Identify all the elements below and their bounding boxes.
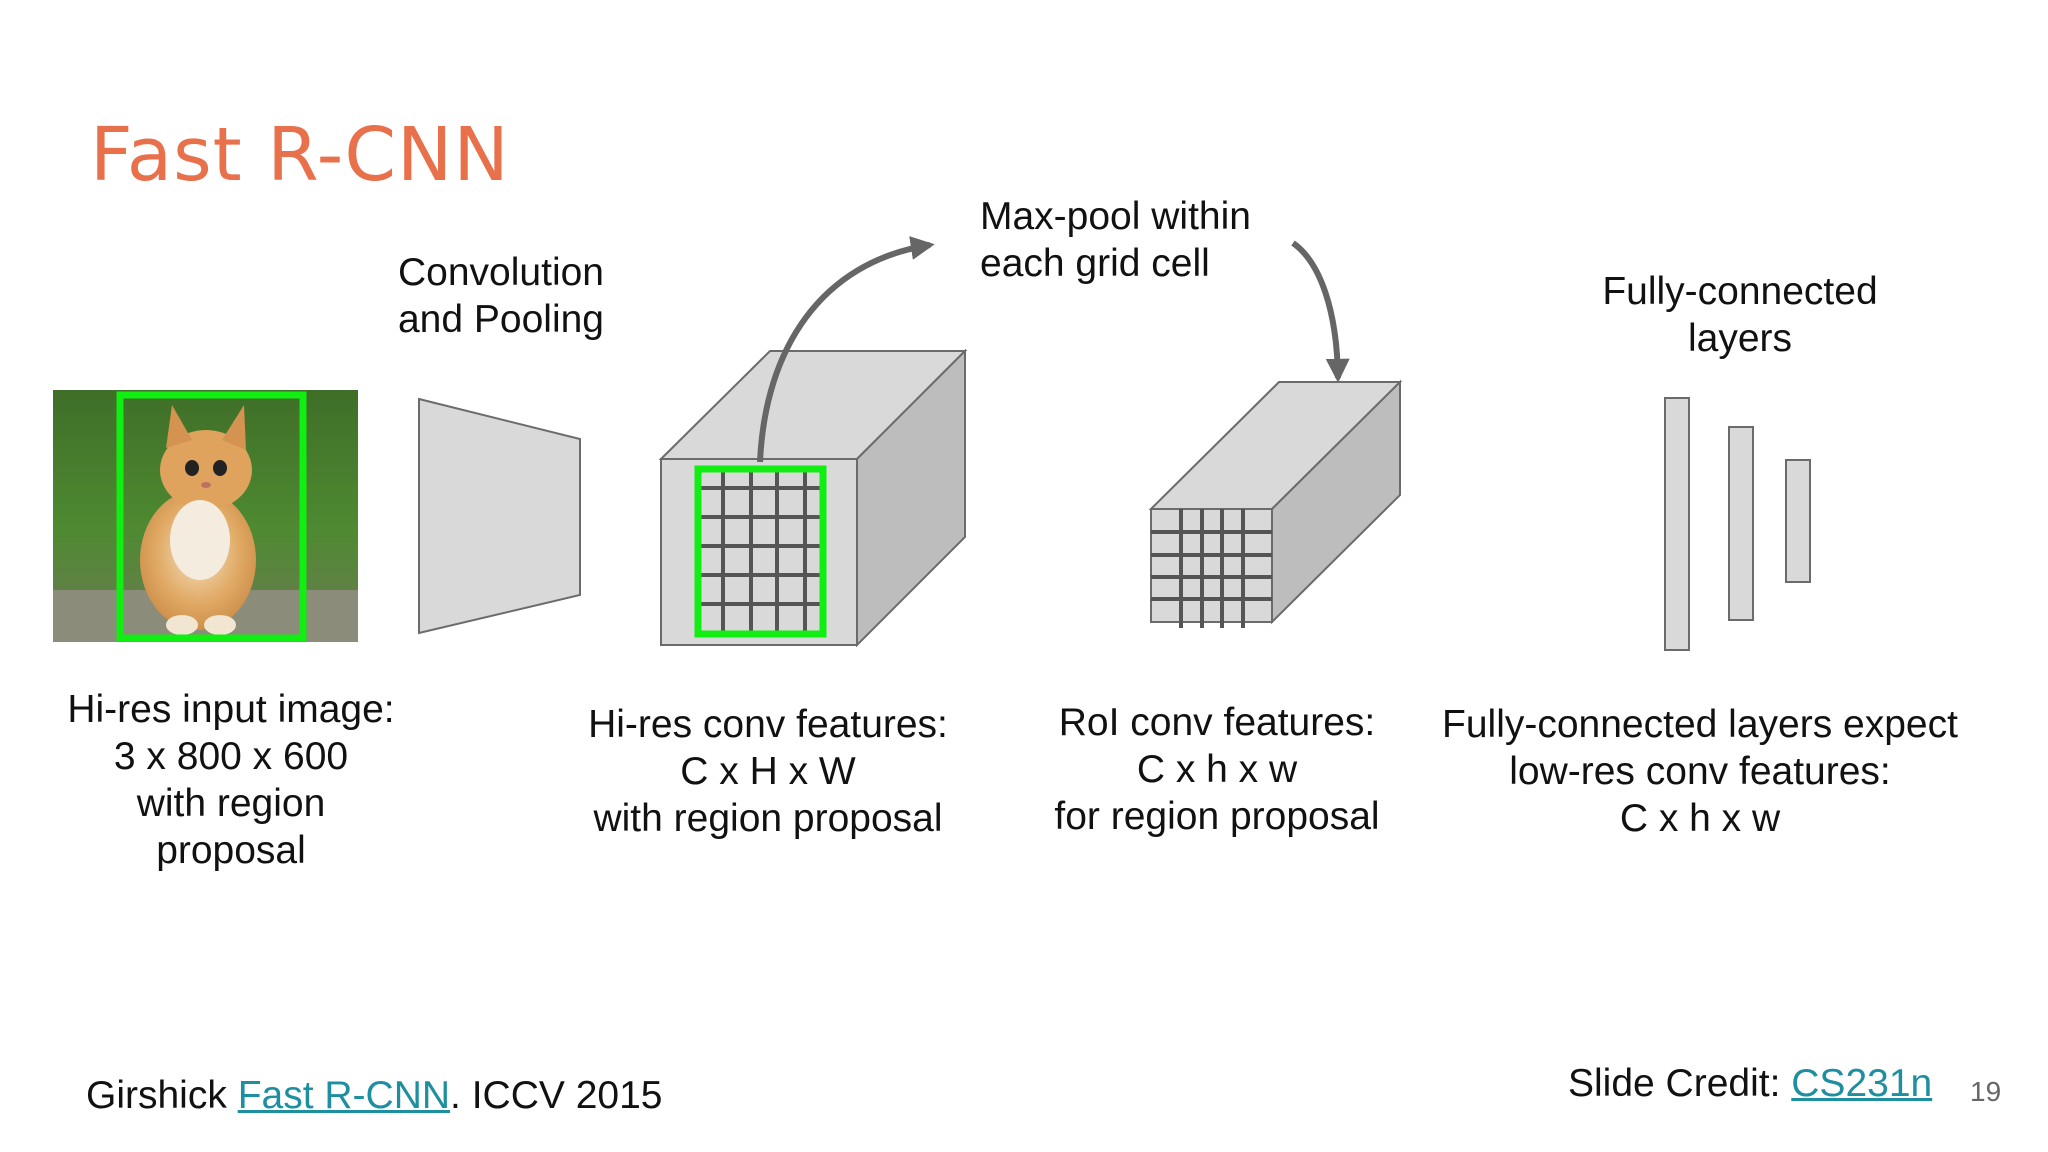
paper-link[interactable]: Fast R-CNN bbox=[237, 1074, 451, 1117]
region-proposal-box bbox=[116, 391, 307, 642]
fc-layer-3 bbox=[1785, 459, 1811, 583]
citation-venue: . ICCV 2015 bbox=[450, 1074, 663, 1117]
max-pool-label: Max-pool within each grid cell bbox=[980, 195, 1251, 285]
fc-layer-1 bbox=[1664, 397, 1690, 651]
fc-layer-2 bbox=[1728, 426, 1754, 621]
roi-feature-cube bbox=[1148, 379, 1403, 628]
fc-caption: Fully-connected layers expect low-res co… bbox=[1442, 703, 1958, 840]
max-pool-arrow-up bbox=[757, 236, 935, 463]
roi-features-caption: RoI conv features: C x h x w for region … bbox=[1054, 701, 1380, 838]
conv-feature-cube bbox=[658, 348, 968, 648]
conv-pooling-shape bbox=[418, 397, 581, 635]
kitten-illustration bbox=[140, 405, 256, 635]
conv-pooling-label: Convolution and Pooling bbox=[397, 251, 604, 341]
input-image bbox=[53, 390, 358, 642]
conv-features-caption: Hi-res conv features: C x H x W with reg… bbox=[588, 703, 948, 840]
slide-title: Fast R-CNN bbox=[90, 112, 510, 198]
fc-layers-label: Fully-connected layers bbox=[1602, 270, 1878, 360]
max-pool-arrow-down bbox=[1291, 240, 1350, 383]
citation-author: Girshick bbox=[86, 1074, 227, 1117]
credit-label: Slide Credit: bbox=[1568, 1062, 1792, 1105]
fc-layers bbox=[1664, 397, 1811, 651]
slide-credit: Slide Credit: CS231n bbox=[1568, 1060, 1932, 1107]
roi-grid bbox=[1151, 509, 1272, 628]
conv-region-grid bbox=[698, 469, 823, 634]
conv-region-box bbox=[694, 465, 827, 638]
cs231n-link[interactable]: CS231n bbox=[1791, 1062, 1933, 1105]
input-caption: Hi-res input image: 3 x 800 x 600 with r… bbox=[67, 688, 395, 872]
page-number: 19 bbox=[1970, 1076, 2002, 1107]
citation: Girshick Fast R-CNN. ICCV 2015 bbox=[86, 1072, 662, 1119]
